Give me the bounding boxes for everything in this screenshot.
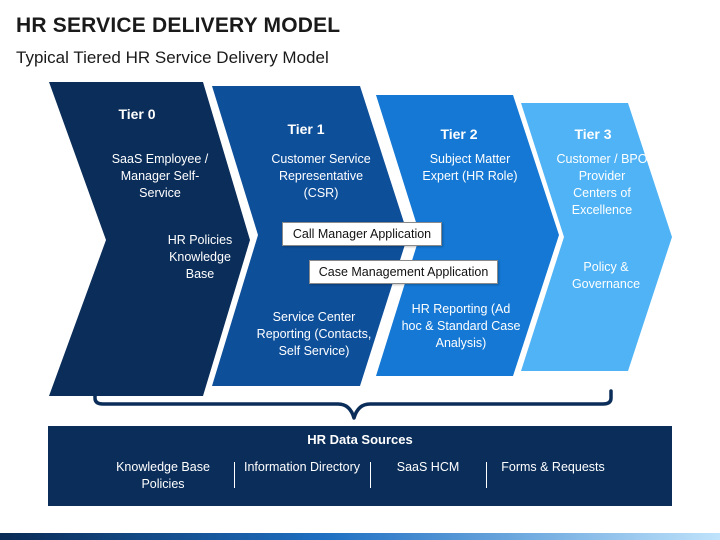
data-sources-brace [93, 389, 613, 420]
source-forms-requests: Forms & Requests [501, 460, 605, 474]
page-title: HR SERVICE DELIVERY MODEL [16, 14, 341, 37]
page-subtitle: Typical Tiered HR Service Delivery Model [16, 48, 329, 67]
tier-3-label: Tier 3 [574, 126, 612, 142]
call-manager-application-box: Call Manager Application [282, 222, 442, 246]
tier-1-item-2: Service Center Reporting (Contacts, Self… [256, 310, 372, 358]
tier-3-item-2: Policy & Governance [571, 260, 641, 291]
tier-3-item-1: Customer / BPO Provider Centers of Excel… [556, 152, 648, 217]
tier-1-item-1: Customer Service Representative (CSR) [271, 152, 371, 200]
source-saas-hcm: SaaS HCM [396, 460, 460, 474]
hr-data-sources-panel: HR Data Sources Knowledge Base Policies … [48, 426, 672, 506]
source-information-directory: Information Directory [243, 460, 360, 474]
source-divider [370, 462, 371, 488]
hr-data-sources-title: HR Data Sources [307, 432, 413, 447]
source-divider [486, 462, 487, 488]
tier-2-chevron [376, 95, 559, 376]
footer-gradient-bar [0, 533, 720, 540]
tier-0-item-1: SaaS Employee / Manager Self-Service [111, 152, 209, 200]
tier-3-chevron [521, 103, 672, 371]
tier-1-label: Tier 1 [287, 121, 325, 137]
tier-0-label: Tier 0 [118, 106, 156, 122]
tier-2-label: Tier 2 [440, 126, 478, 142]
tier-0-chevron [49, 82, 250, 396]
tier-2-item-1: Subject Matter Expert (HR Role) [422, 152, 518, 183]
tier-0-item-2: HR Policies Knowledge Base [167, 233, 233, 281]
tier-2-item-2: HR Reporting (Ad hoc & Standard Case Ana… [401, 302, 521, 350]
source-divider [234, 462, 235, 488]
case-management-application-box: Case Management Application [309, 260, 498, 284]
source-knowledge-base-policies: Knowledge Base Policies [116, 460, 210, 491]
